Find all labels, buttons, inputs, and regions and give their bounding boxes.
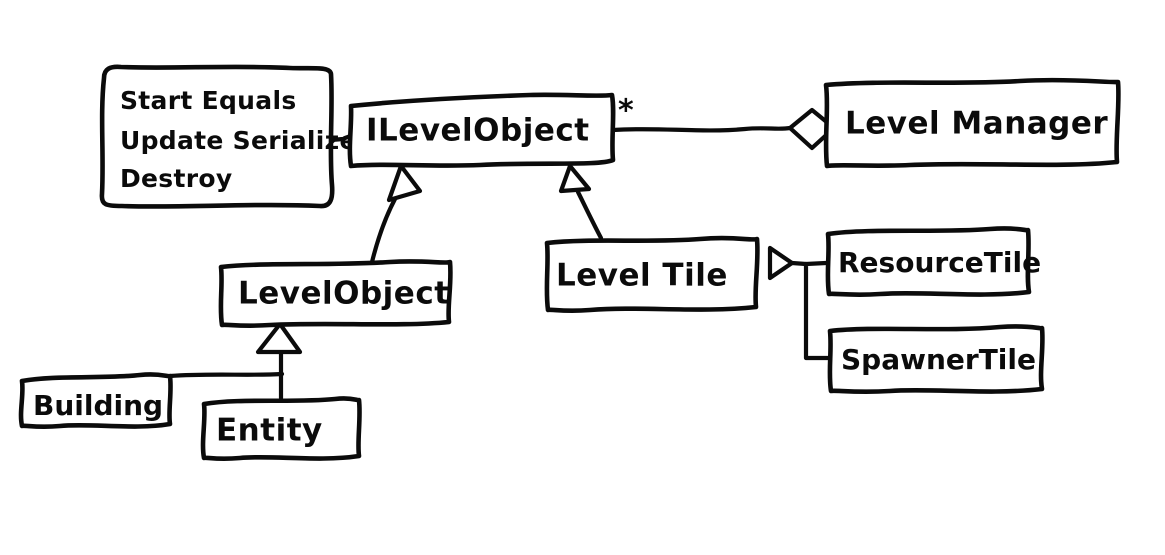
edge-resourcetile-to-leveltile [803,260,831,361]
node-levelobject[interactable]: LevelObject [218,259,453,329]
spawnertile-label: SpawnerTile [841,343,1036,376]
node-methods-note[interactable]: Start Equals Update Serialize Destroy [99,64,357,209]
edge-aggregation-line [610,125,793,133]
entity-label: Entity [216,413,323,449]
levelmanager-label: Level Manager [845,106,1108,142]
node-building[interactable]: Building [18,372,173,430]
node-entity[interactable]: Entity [200,396,362,462]
generalization-arrowhead-leveltile [558,163,592,194]
edge-building-to-levelobject [167,371,285,379]
edge-note-link [328,133,353,143]
levelmanager-outline [823,77,1121,169]
generalization-arrowhead-levelobject-bottom [255,321,303,355]
methods-note-line-1: Start Equals [120,86,297,115]
entity-outline [200,396,362,462]
spawnertile-outline [827,324,1045,395]
leveltile-outline [544,235,760,314]
node-leveltile[interactable]: Level Tile [544,235,760,314]
multiplicity-star-label: * [618,94,634,129]
resourcetile-outline [825,226,1032,298]
methods-note-line-3: Destroy [120,164,232,193]
building-label: Building [33,389,163,422]
generalization-arrowhead-levelobject [386,163,423,203]
node-ilevelobject[interactable]: ILevelObject [347,92,616,169]
node-resourcetile[interactable]: ResourceTile [825,226,1041,298]
node-spawnertile[interactable]: SpawnerTile [827,324,1045,395]
edge-spawnertile-riser [789,260,809,267]
levelobject-label: LevelObject [238,276,450,312]
edge-levelobject-to-ilevelobject [369,196,398,265]
edge-leveltile-to-ilevelobject [575,189,604,241]
resourcetile-label: ResourceTile [838,246,1041,279]
leveltile-label: Level Tile [556,258,728,294]
node-levelmanager[interactable]: Level Manager [823,77,1121,169]
generalization-arrowhead-leveltile-right [767,245,795,281]
methods-note-line-2: Update Serialize [120,126,357,155]
building-outline [18,372,173,430]
methods-note-outline [99,64,335,209]
levelobject-outline [218,259,453,329]
ilevelobject-label: ILevelObject [366,113,590,149]
ilevelobject-outline [347,92,616,169]
